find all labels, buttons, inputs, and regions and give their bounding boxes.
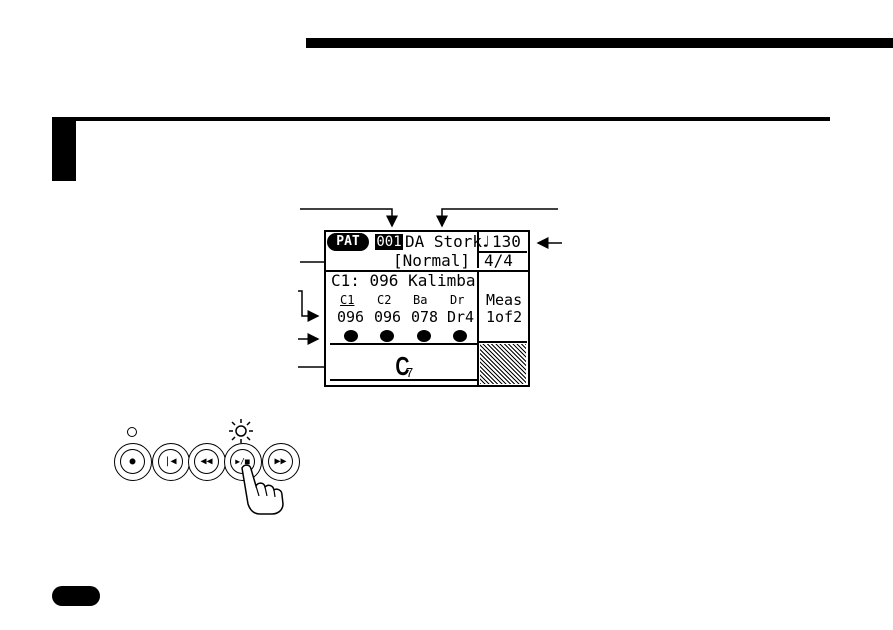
rewind-button[interactable]: ◀◀ (188, 443, 226, 481)
play-led-lit-icon (229, 419, 253, 443)
pattern-number: 001 (375, 234, 403, 250)
lcd-divider-top (477, 232, 479, 268)
section-tab-marker (52, 117, 76, 181)
track-label: Ba (413, 293, 428, 307)
lcd-rule-2 (330, 343, 477, 345)
track-active-icon (453, 330, 467, 342)
measure-value: 1of2 (486, 308, 523, 326)
track-active-icon (417, 330, 431, 342)
lcd-rule-4 (330, 379, 477, 381)
pattern-name: DA Stork (405, 232, 483, 251)
record-button[interactable]: ● (114, 443, 152, 481)
tempo-underline (479, 251, 527, 253)
track-label: C2 (377, 293, 392, 307)
fast-forward-button[interactable]: ▶▶ (262, 443, 300, 481)
rewind-icon: ◀◀ (194, 449, 219, 474)
style-name: [Normal] (393, 251, 471, 270)
page-number-tab (52, 586, 100, 606)
measure-label: Meas (486, 291, 523, 309)
lcd-rule-3 (479, 341, 527, 343)
mode-badge: PAT (327, 233, 369, 251)
channel-line: C1: 096 Kalimba (331, 271, 476, 290)
pressing-finger-icon (241, 464, 284, 515)
track-value: 096 (337, 308, 365, 326)
track-label: Dr (450, 293, 465, 307)
chord-root: C (395, 351, 410, 381)
track-active-icon (380, 330, 394, 342)
record-icon: ● (120, 449, 145, 474)
fast-forward-icon: ▶▶ (268, 449, 293, 474)
tempo-value: 130 (492, 232, 521, 251)
top-button[interactable]: |◀ (152, 443, 190, 481)
section-rule (52, 117, 830, 121)
time-signature: 4/4 (484, 251, 513, 270)
lcd-hatch-area (480, 344, 526, 384)
track-label: C1 (340, 293, 355, 307)
record-led-icon (127, 427, 137, 437)
chord-type: 7 (406, 365, 414, 380)
track-value: 078 (411, 308, 439, 326)
lcd-rule-1 (326, 270, 528, 272)
lcd-divider-right (477, 270, 479, 385)
skip-to-start-icon: |◀ (158, 449, 183, 474)
track-active-icon (344, 330, 358, 342)
header-rule (306, 38, 893, 48)
track-value: Dr4 (447, 308, 475, 326)
track-value: 096 (374, 308, 402, 326)
tempo-icon: ♩ (481, 232, 491, 251)
